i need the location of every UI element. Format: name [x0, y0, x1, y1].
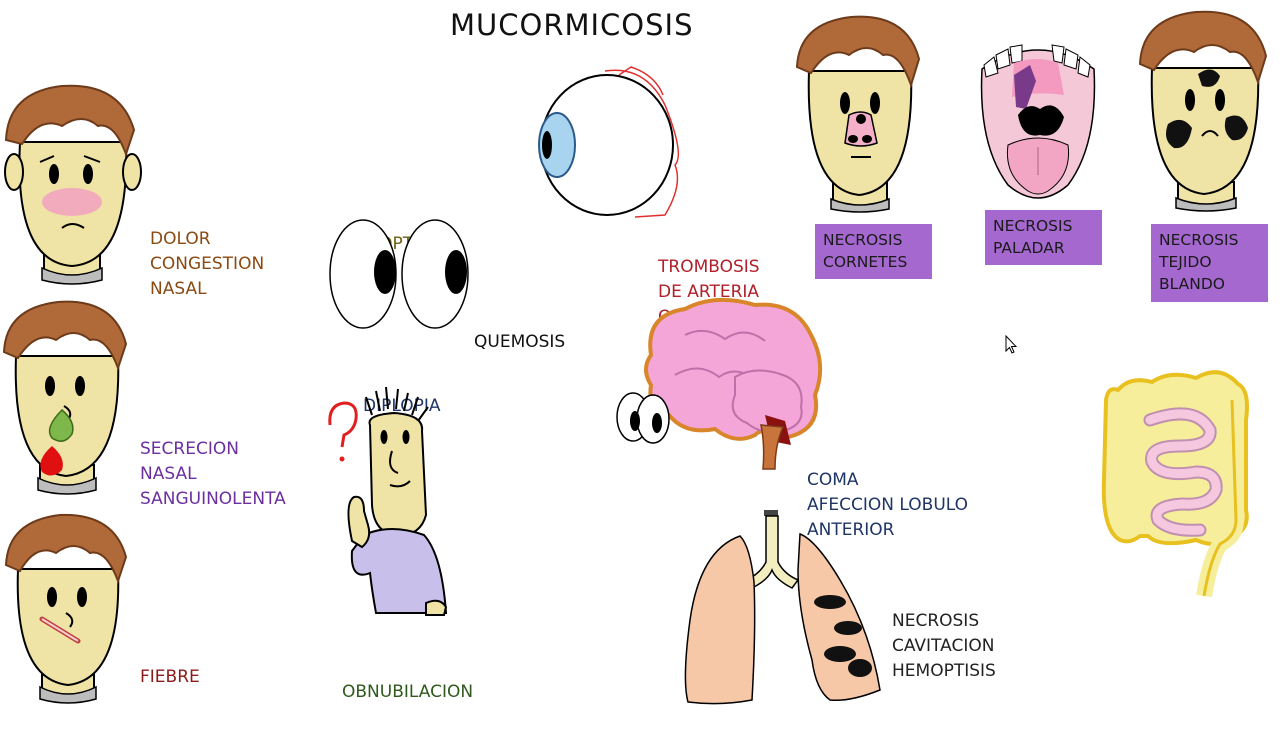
brain-icon [616, 297, 823, 470]
label-diplopia: DIPLOPIA [363, 396, 441, 416]
thinking-person-icon [328, 386, 448, 616]
label-fiebre: FIEBRE [140, 667, 200, 687]
eyes-icon [329, 219, 469, 329]
label-quemosis: QUEMOSIS [474, 332, 566, 352]
mouth-icon [980, 44, 1096, 199]
lungs-icon [684, 510, 881, 705]
intestine-icon [1101, 370, 1249, 598]
face-pain-icon [4, 84, 142, 285]
face-nasal-secretion-icon [2, 300, 128, 495]
eyeball-icon [538, 66, 680, 218]
cursor-icon [1005, 334, 1018, 354]
face-turbinate-necrosis-icon [795, 15, 921, 213]
face-soft-tissue-necrosis-icon [1138, 10, 1268, 212]
page-title: MUCORMICOSIS [450, 8, 694, 42]
face-fever-icon [4, 513, 128, 704]
label-obnubilacion: OBNUBILACION [342, 682, 474, 702]
